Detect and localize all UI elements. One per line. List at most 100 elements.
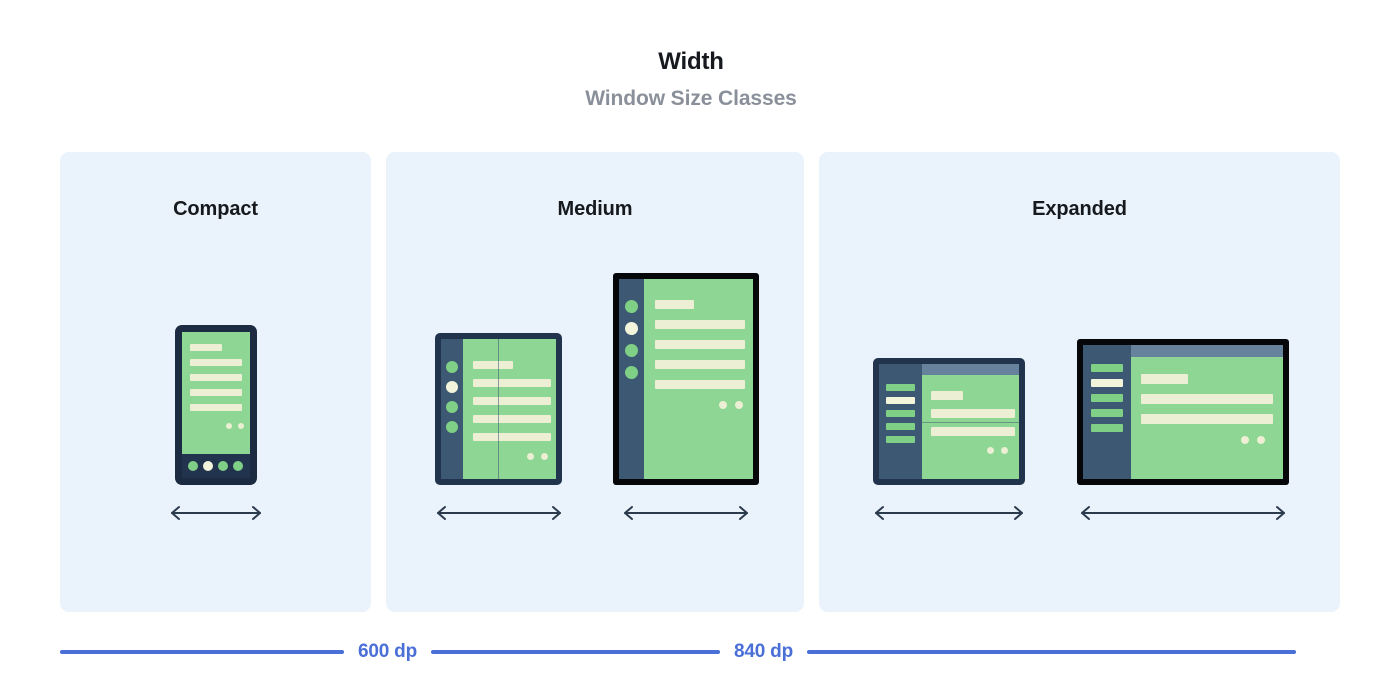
content-line: [654, 340, 745, 349]
phone-screen: [181, 332, 250, 478]
fold-crease-vertical: [498, 339, 499, 479]
panel-expanded: Expanded: [819, 152, 1340, 612]
chart-header: Width Window Size Classes: [0, 0, 1382, 111]
nav-item-bar[interactable]: [1090, 424, 1123, 432]
ruler-segment-expanded: [807, 650, 1296, 654]
panel-medium: Medium: [386, 152, 804, 612]
device-slot-foldable-portrait: [432, 333, 566, 524]
content-line: [473, 415, 551, 423]
width-arrow-phone: [170, 506, 261, 520]
nav-item-bar[interactable]: [1090, 364, 1123, 372]
nav-drawer: [1082, 345, 1131, 479]
content-line: [189, 389, 242, 396]
panel-label-expanded: Expanded: [1032, 198, 1127, 220]
nav-item-bar-active[interactable]: [885, 397, 915, 404]
tablet-screen: [618, 279, 753, 479]
nav-item-dot[interactable]: [446, 361, 458, 373]
nav-item-dot[interactable]: [624, 344, 638, 357]
device-phone: [174, 325, 257, 485]
content-line: [473, 433, 551, 441]
nav-item-dot-active[interactable]: [202, 461, 213, 471]
nav-item-bar[interactable]: [1090, 394, 1123, 402]
phone-bottom-nav: [181, 454, 250, 478]
content-line: [1140, 374, 1188, 384]
fab-dot: [527, 453, 534, 460]
content-line: [189, 404, 242, 411]
content-line: [930, 409, 1015, 418]
content-line: [654, 300, 694, 309]
nav-item-bar[interactable]: [885, 410, 915, 417]
app-top-bar: [921, 364, 1019, 375]
fab-dot: [1000, 447, 1008, 454]
nav-item-dot-active[interactable]: [446, 381, 458, 393]
nav-item-bar[interactable]: [885, 384, 915, 391]
fab-dot: [225, 423, 232, 429]
nav-item-dot[interactable]: [232, 461, 243, 471]
width-arrow-foldable-portrait: [436, 506, 561, 520]
content-line: [473, 361, 513, 369]
page-title: Width: [658, 48, 724, 75]
panel-label-compact: Compact: [173, 198, 258, 220]
breakpoint-label-600: 600 dp: [358, 641, 417, 662]
breakpoint-ruler: 600 dp 840 dp: [60, 638, 1340, 666]
content-line: [930, 391, 963, 400]
nav-item-dot[interactable]: [446, 421, 458, 433]
nav-item-bar-active[interactable]: [1090, 379, 1123, 387]
device-slot-tablet-landscape: [1076, 339, 1290, 524]
content-line: [189, 344, 222, 351]
nav-item-bar[interactable]: [885, 436, 915, 443]
tablet-landscape-screen: [1082, 345, 1283, 479]
fab-dot: [718, 401, 727, 409]
nav-rail: [441, 339, 463, 479]
fab-dot: [541, 453, 548, 460]
nav-item-dot[interactable]: [217, 461, 228, 471]
panel-compact: Compact: [60, 152, 371, 612]
content-line: [654, 380, 745, 389]
device-foldable-unfolded-portrait: [435, 333, 562, 485]
ruler-segment-compact: [60, 650, 344, 654]
device-slot-tablet-portrait: [612, 273, 759, 524]
size-class-panels: Compact: [60, 152, 1340, 612]
ruler-segment-medium: [431, 650, 720, 654]
fab-dot: [1256, 436, 1265, 444]
device-slot-foldable-landscape: [870, 358, 1028, 524]
content-line: [473, 397, 551, 405]
content-line: [1140, 394, 1273, 404]
content-line: [1140, 414, 1273, 424]
device-group-compact: [60, 252, 371, 612]
device-foldable-unfolded-landscape: [872, 358, 1025, 485]
nav-item-dot-active[interactable]: [624, 322, 638, 335]
device-tablet-landscape: [1076, 339, 1289, 485]
content-line: [654, 320, 745, 329]
device-group-expanded: [819, 252, 1340, 612]
content-line: [654, 360, 745, 369]
breakpoint-label-840: 840 dp: [734, 641, 793, 662]
fab-dot: [237, 423, 244, 429]
page-subtitle: Window Size Classes: [585, 86, 797, 110]
nav-item-dot[interactable]: [624, 300, 638, 313]
nav-item-bar[interactable]: [885, 423, 915, 430]
foldable-screen: [441, 339, 556, 479]
width-arrow-tablet-landscape: [1080, 506, 1285, 520]
fold-crease-horizontal: [878, 422, 1019, 423]
nav-item-bar[interactable]: [1090, 409, 1123, 417]
nav-drawer: [878, 364, 922, 479]
content-line: [189, 359, 242, 366]
app-top-bar: [1130, 345, 1283, 357]
device-group-medium: [386, 252, 804, 612]
nav-item-dot[interactable]: [187, 461, 198, 471]
device-slot-phone: [166, 325, 266, 524]
nav-item-dot[interactable]: [446, 401, 458, 413]
panel-label-medium: Medium: [557, 198, 633, 220]
foldable-landscape-screen: [878, 364, 1019, 479]
nav-rail: [618, 279, 644, 479]
device-tablet-portrait: [612, 273, 759, 485]
content-line: [930, 427, 1015, 436]
content-line: [473, 379, 551, 387]
nav-item-dot[interactable]: [624, 366, 638, 379]
content-line: [189, 374, 242, 381]
fab-dot: [1240, 436, 1249, 444]
width-arrow-foldable-landscape: [874, 506, 1023, 520]
width-arrow-tablet-portrait: [623, 506, 748, 520]
fab-dot: [986, 447, 994, 454]
